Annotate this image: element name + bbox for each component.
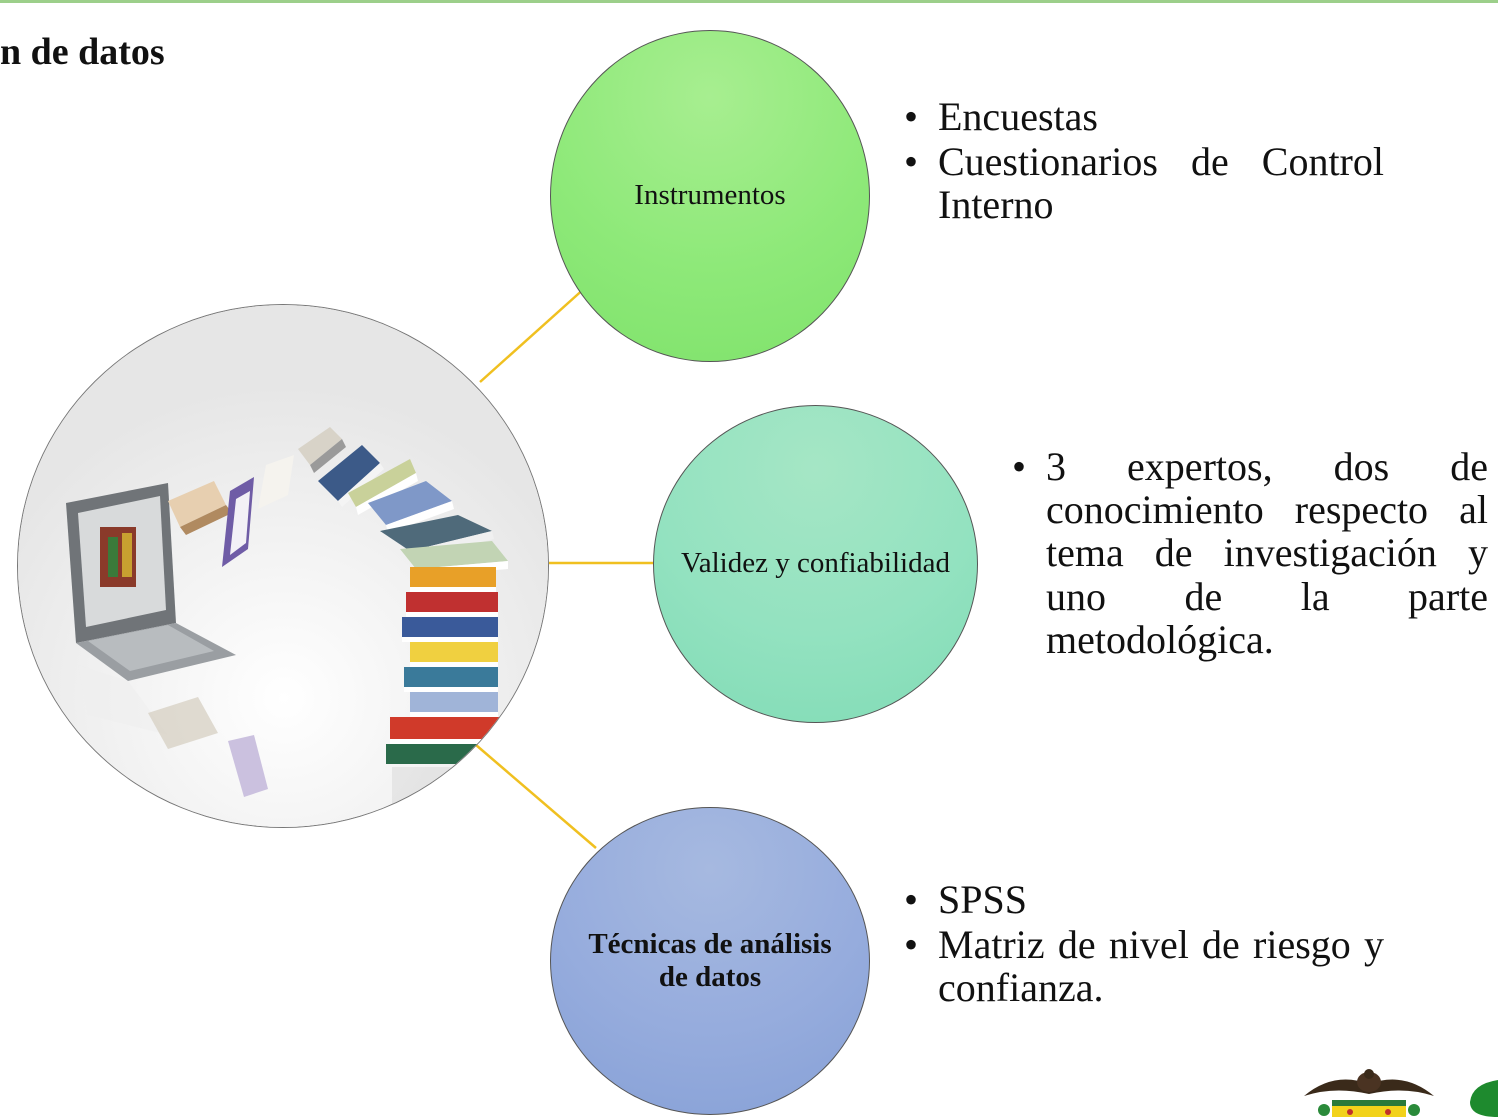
coat-of-arms-logo [1304, 1069, 1434, 1117]
node-label: Técnicas de análisis de datos [588, 927, 832, 993]
top-rule [0, 0, 1498, 3]
book-stack-icon [386, 567, 500, 807]
hub-image-circle [17, 304, 549, 828]
node-tecnicas-analisis: Técnicas de análisis de datos [550, 807, 870, 1115]
green-leaf-logo [1470, 1080, 1498, 1117]
list-item: Encuestas [902, 95, 1384, 139]
tecnicas-bullet-list: SPSS Matriz de nivel de riesgo y confian… [902, 878, 1384, 1012]
node-instrumentos: Instrumentos [550, 30, 870, 362]
node-validez-confiabilidad: Validez y confiabilidad [653, 405, 978, 723]
slide-title: n de datos [0, 31, 165, 73]
list-item: 3 expertos, dos de conocimiento respecto… [1010, 445, 1488, 661]
laptop-books-illustration [18, 305, 548, 827]
laptop-icon [66, 483, 236, 735]
list-item: Matriz de nivel de riesgo y confianza. [902, 923, 1384, 1010]
node-label: Validez y confiabilidad [681, 547, 950, 580]
node-label: Instrumentos [634, 179, 786, 212]
validez-bullet-list: 3 expertos, dos de conocimiento respecto… [1010, 445, 1488, 661]
list-item: Cuestionarios de Control Interno [902, 140, 1384, 227]
list-item: SPSS [902, 878, 1384, 922]
instrumentos-bullet-list: Encuestas Cuestionarios de Control Inter… [902, 95, 1384, 229]
